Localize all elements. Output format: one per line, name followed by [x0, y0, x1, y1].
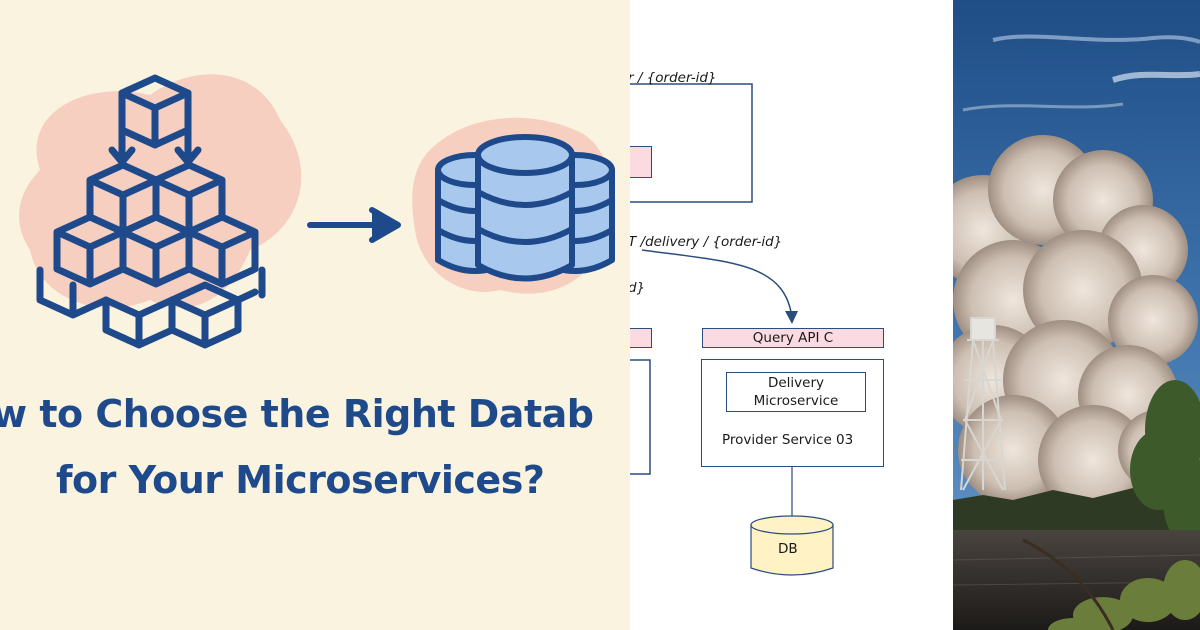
blog-banner-panel: w to Choose the Right Datab for Your Mic… [0, 0, 630, 630]
query-api-c-bar: Query API C [702, 328, 884, 348]
left-clipped-box [630, 359, 651, 475]
db-label: DB [778, 541, 798, 557]
diagram-connectors [630, 83, 834, 576]
cube-row-2 [53, 213, 259, 288]
cube-row-3 [36, 266, 266, 349]
banner-artwork [0, 0, 630, 630]
banner-title-line-1: w to Choose the Right Datab [0, 392, 594, 436]
banner-title-line-2: for Your Microservices? [56, 458, 545, 502]
top-cube [118, 74, 192, 149]
query-api-stub-left [630, 328, 652, 348]
provider-service-box: Delivery Microservice Provider Service 0… [701, 359, 884, 467]
rocket-launch-photo [953, 0, 1200, 630]
foreground-tree [1130, 380, 1200, 545]
provider-service-label: Provider Service 03 [722, 432, 854, 448]
query-api-c-label: Query API C [752, 330, 834, 346]
water-tower [960, 317, 1006, 491]
treeline [953, 485, 1200, 540]
arrow-right-icon [307, 207, 401, 243]
cube-cluster-icon [36, 74, 266, 349]
db-cylinder-icon [750, 515, 834, 576]
delivery-microservice-box: Delivery Microservice [726, 372, 866, 412]
architecture-diagram-panel: r / {order-id} T /delivery / {order-id} … [630, 0, 953, 630]
delivery-microservice-label-1: Delivery [767, 375, 825, 391]
delivery-connector [641, 249, 793, 319]
delivery-connector-arrowhead [785, 311, 798, 324]
delivery-microservice-label-2: Microservice [753, 393, 839, 409]
database-stack-icon [435, 134, 615, 282]
database-center [475, 134, 575, 282]
route-order-id-label: r / {order-id} [630, 70, 717, 86]
route-fragment-label: d} [630, 280, 646, 296]
top-service-box [630, 83, 753, 203]
route-delivery-label: T /delivery / {order-id} [630, 234, 783, 250]
api-gateway-stub [630, 146, 652, 178]
rocket-launch-image [953, 0, 1200, 630]
